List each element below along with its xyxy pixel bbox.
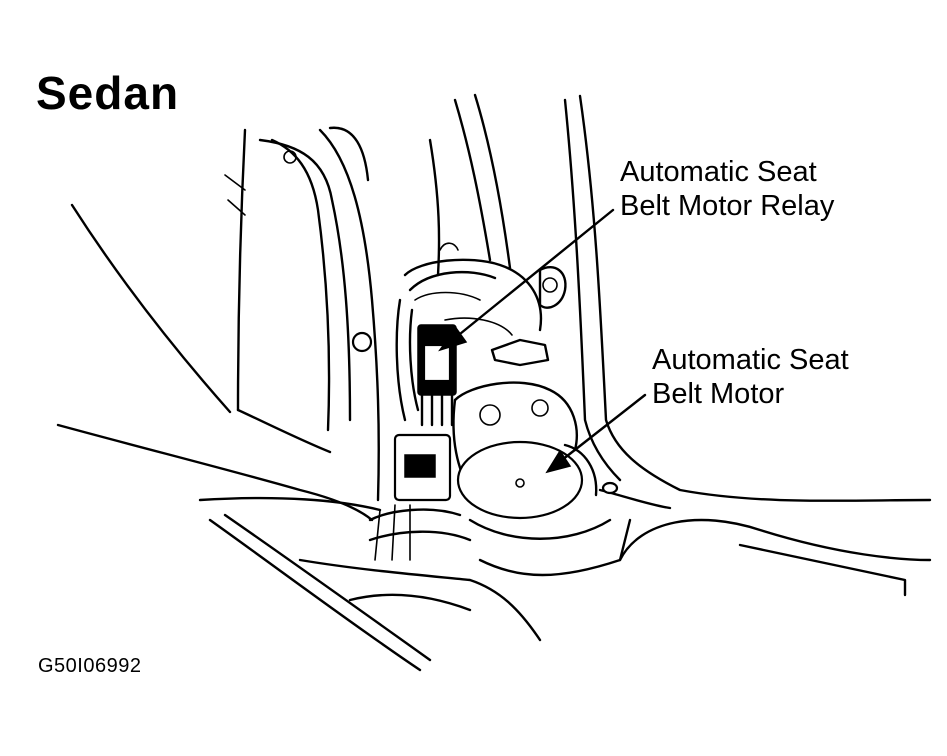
door-pillar-outline (56, 126, 380, 522)
figure-id: G50I06992 (38, 655, 142, 677)
relay-callout-label: Automatic Seat Belt Motor Relay (620, 156, 835, 222)
lower-connectors (198, 433, 932, 672)
motor-leader-arrowhead (545, 449, 572, 474)
seat-belt-motor (452, 381, 612, 540)
relay-leader-line (453, 208, 615, 340)
relay-leader-arrowhead (438, 326, 468, 352)
figure-title: Sedan (36, 67, 180, 119)
motor-callout-label: Automatic Seat Belt Motor (652, 344, 849, 410)
motor-leader-line (560, 393, 647, 462)
b-pillar-outline (428, 93, 932, 502)
